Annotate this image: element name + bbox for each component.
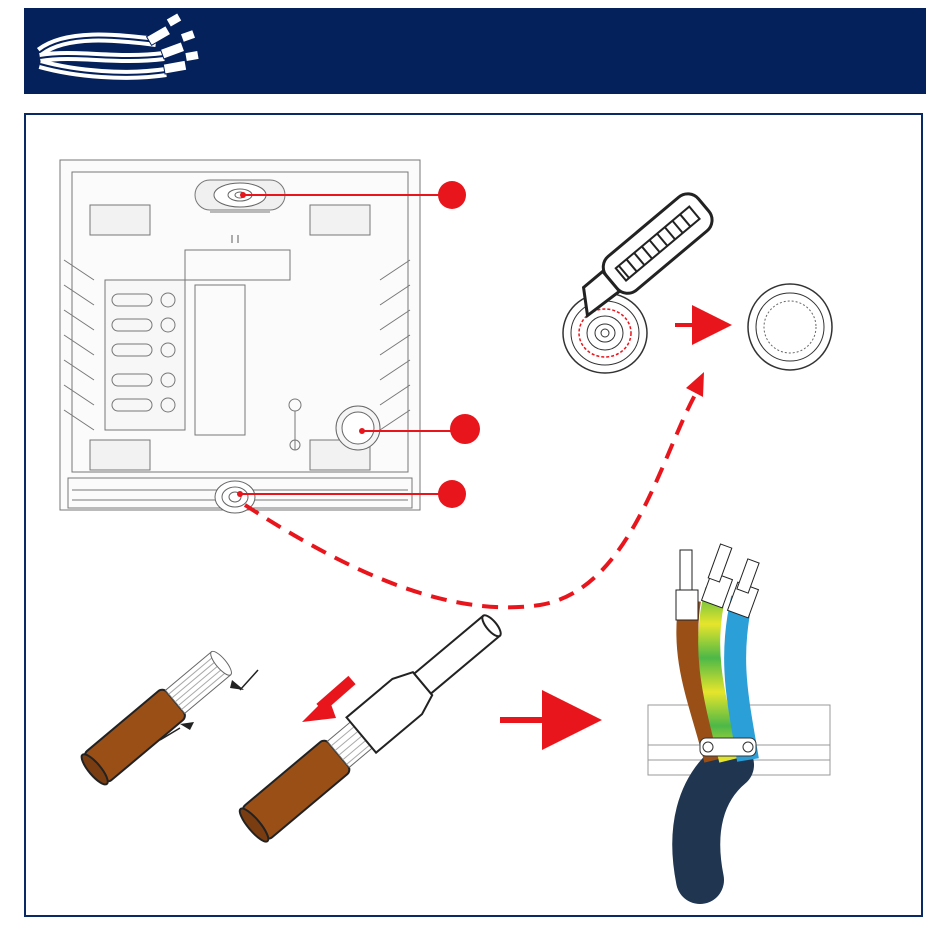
grommet-after-cut bbox=[748, 284, 832, 370]
cable-clamp-icon bbox=[648, 544, 830, 880]
grommet-side bbox=[336, 406, 380, 450]
step-arrow-insert bbox=[302, 680, 352, 722]
grommet-before-cut bbox=[563, 293, 647, 373]
dashed-flow-arrowhead bbox=[686, 372, 704, 397]
utility-knife-icon bbox=[567, 188, 718, 325]
ferrule-icon bbox=[235, 605, 510, 847]
cable-bundle-icon bbox=[40, 14, 199, 75]
stripped-wire-icon bbox=[78, 646, 258, 788]
enclosure-icon bbox=[60, 160, 420, 510]
